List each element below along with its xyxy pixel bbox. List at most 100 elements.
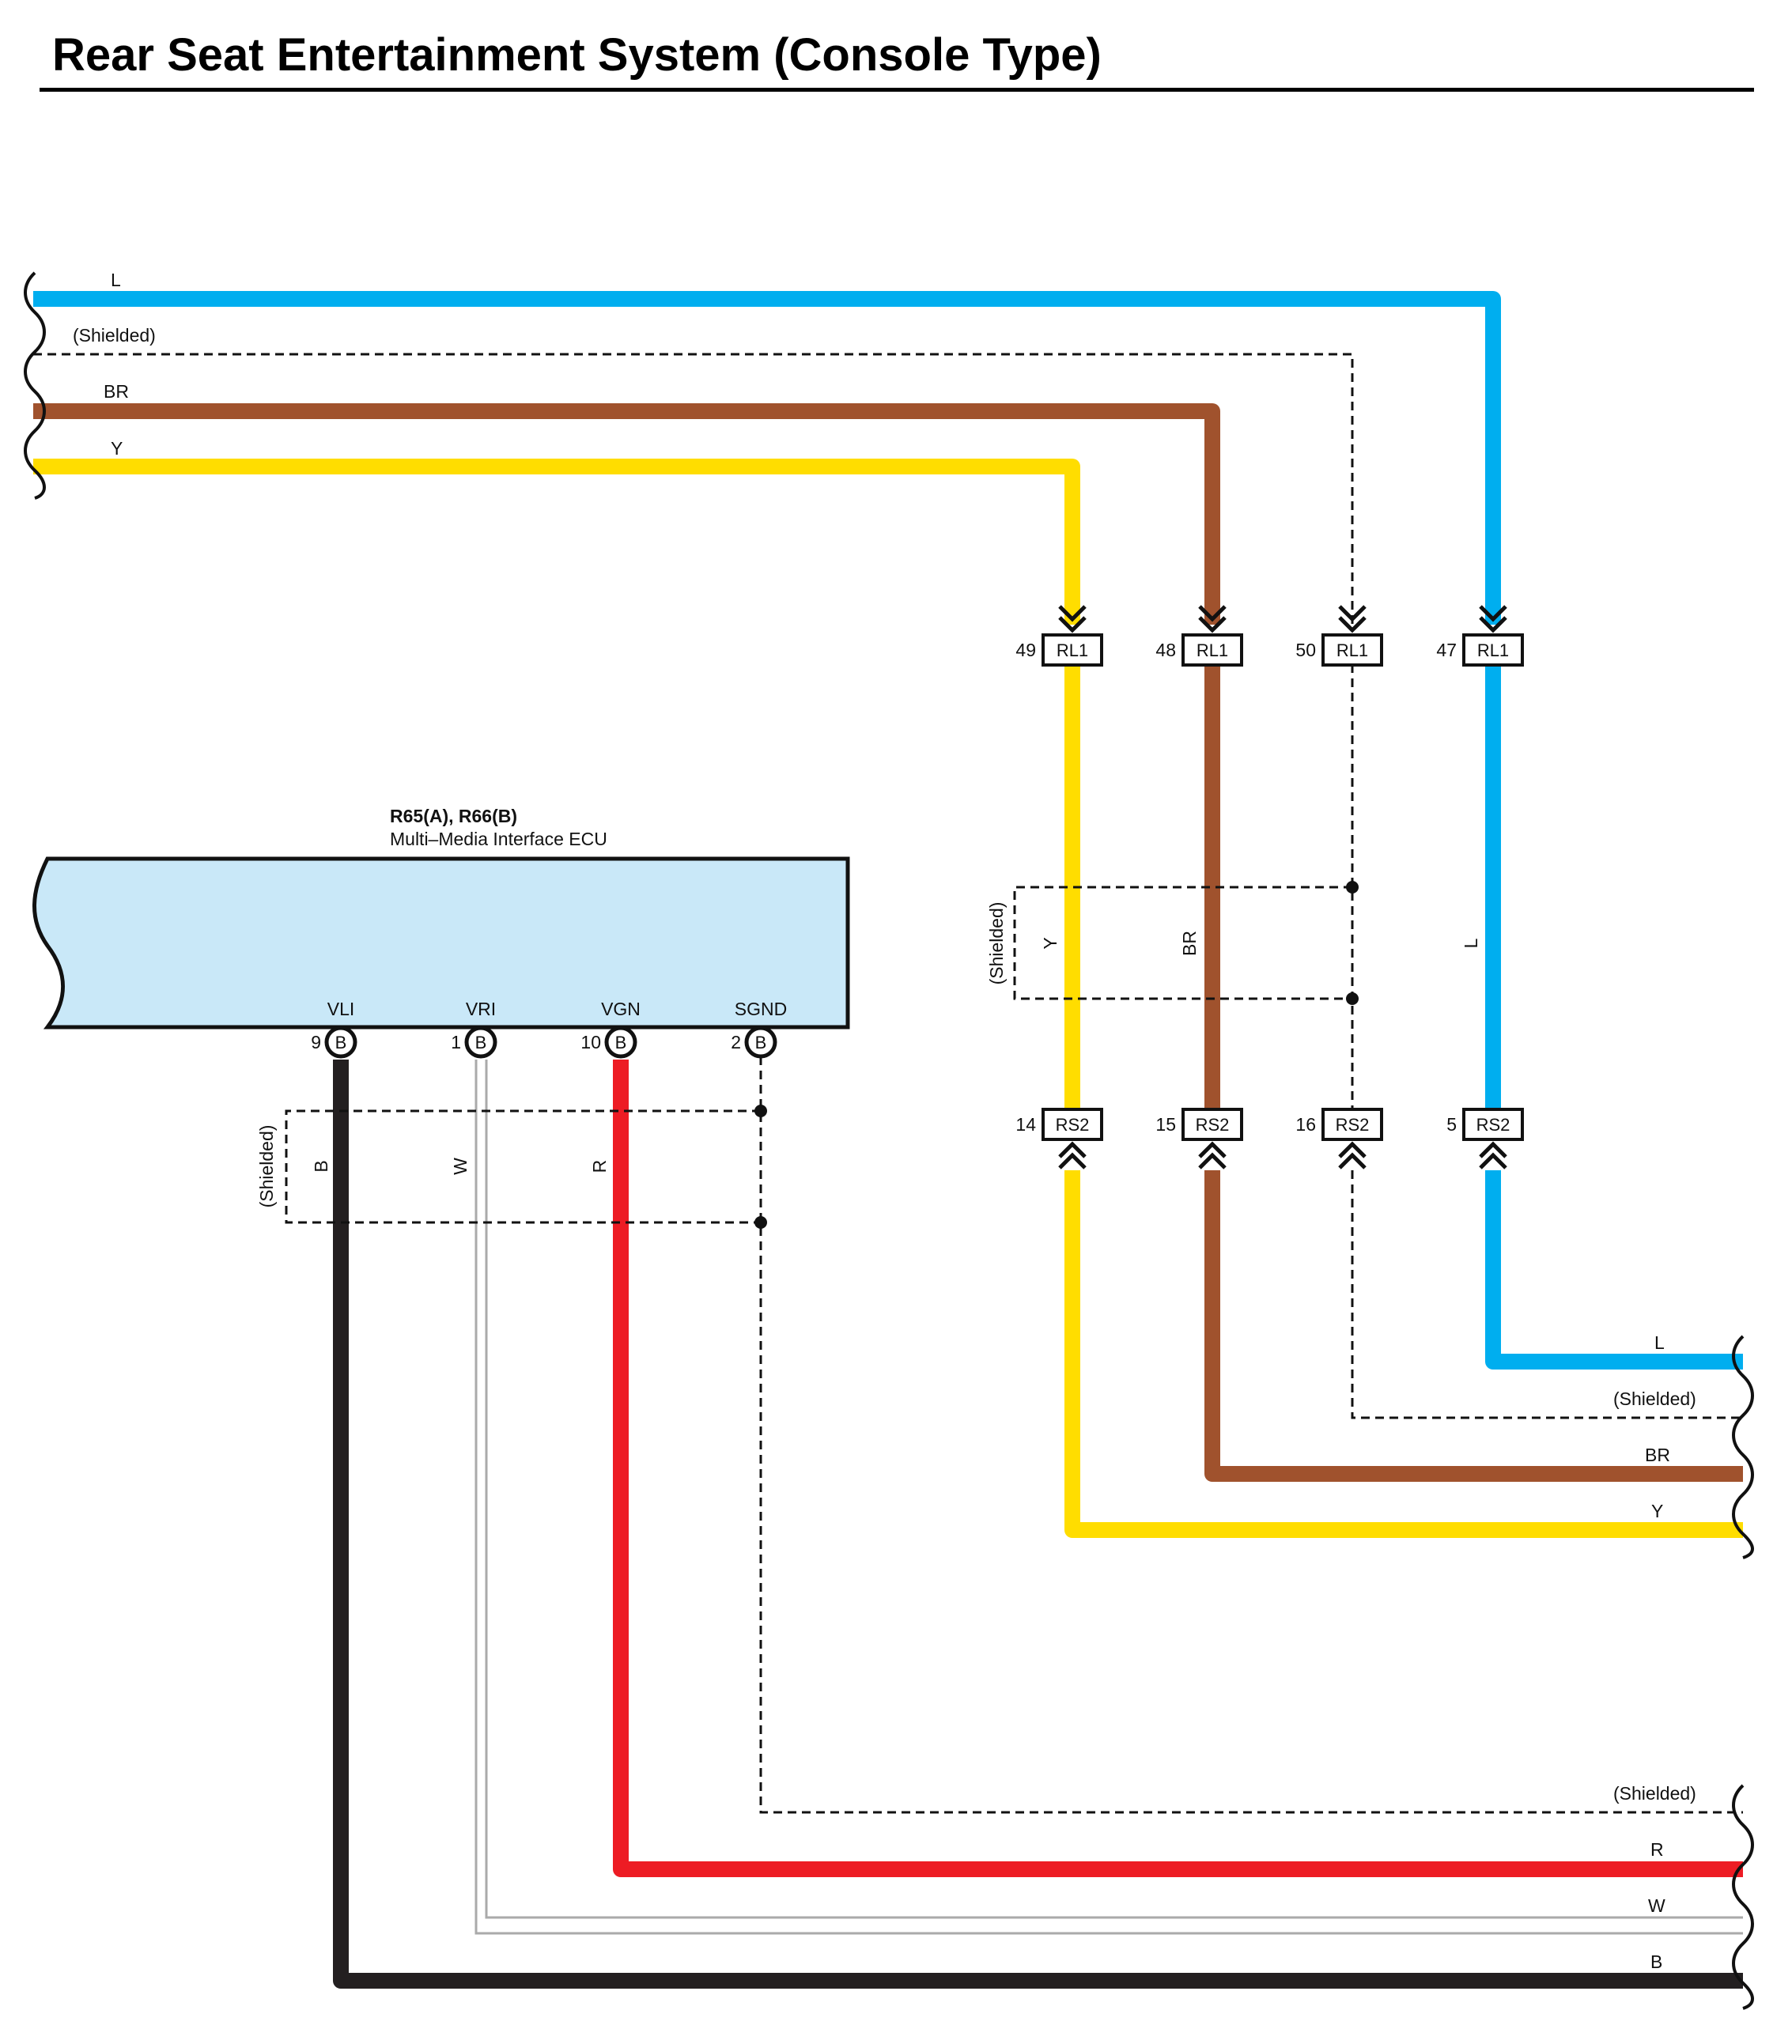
chevron-down-icon (1479, 605, 1507, 633)
connector-name-rs2: RS2 (1196, 1115, 1230, 1135)
label-shielded-vertical-left: (Shielded) (256, 1125, 277, 1208)
chevron-up-icon (1058, 1141, 1087, 1169)
shield-box-left (285, 1109, 761, 1224)
connector-box-rs2 (1181, 1108, 1243, 1141)
shield-box-right (1013, 886, 1352, 1000)
label-wire-shielded-right: (Shielded) (1613, 1388, 1696, 1409)
ecu-pin-name: VRI (466, 999, 496, 1019)
label-wire-l-right: L (1654, 1332, 1665, 1353)
shield-node (754, 1216, 767, 1229)
rs2-chevrons (1058, 1141, 1507, 1169)
wire-br-lower (1204, 1170, 1743, 1482)
chevron-down-icon (1058, 605, 1087, 633)
chevron-down-icon (1338, 605, 1367, 633)
connector-box-rs2 (1462, 1108, 1524, 1141)
connector-box-rs2 (1042, 1108, 1103, 1141)
ecu-id: R65(A), R66(B) (390, 806, 517, 826)
pin-number: 5 (1446, 1114, 1457, 1135)
pin-terminal (324, 1026, 357, 1059)
break-mark-right-lower (1732, 1784, 1754, 2010)
wire-y-lower (1064, 1170, 1743, 1538)
wire-l-upper (33, 291, 1501, 625)
ecu-pin-number: 2 (731, 1032, 741, 1052)
ecu-pin-number: 9 (311, 1032, 321, 1052)
ecu-pin-name: VLI (327, 999, 355, 1019)
wire-b-ecu (333, 1060, 1743, 1989)
wire-r-ecu (613, 1060, 1743, 1877)
wire-shielded-ecu (759, 1056, 1743, 1814)
ecu-body (32, 856, 850, 1030)
label-b-vertical: B (311, 1160, 331, 1172)
label-wire-y-right: Y (1651, 1501, 1663, 1521)
pin-number: 48 (1155, 640, 1176, 660)
wire-shielded-lower (1351, 1170, 1743, 1419)
pin-number: 14 (1015, 1114, 1036, 1135)
ecu-pin-number: 10 (580, 1032, 601, 1052)
connector-box-rl1 (1462, 633, 1524, 667)
shield-node (1346, 992, 1359, 1005)
label-wire-shielded-bottom: (Shielded) (1613, 1783, 1696, 1804)
label-wire-b-right: B (1650, 1951, 1662, 1972)
label-r-vertical: R (589, 1160, 610, 1173)
connector-box-rl1 (1181, 633, 1243, 667)
wire-l-lower (1485, 1170, 1743, 1370)
chevron-up-icon (1479, 1141, 1507, 1169)
wire-br-upper (33, 403, 1220, 625)
connector-name-rs2: RS2 (1476, 1115, 1510, 1135)
wire-y-upper (33, 459, 1080, 625)
label-wire-w-right: W (1648, 1895, 1665, 1916)
label-wire-shielded-left: (Shielded) (73, 325, 156, 346)
wire-w-ecu (474, 1060, 1743, 1935)
chevron-down-icon (1198, 605, 1227, 633)
pin-number: 16 (1295, 1114, 1316, 1135)
rl1-chevrons (1058, 605, 1507, 633)
connector-name-rl1: RL1 (1477, 640, 1509, 660)
shield-node (1346, 881, 1359, 894)
pin-number: 15 (1155, 1114, 1176, 1135)
label-br-vertical: BR (1179, 931, 1200, 956)
connector-name-rs2: RS2 (1056, 1115, 1090, 1135)
label-wire-l-left: L (111, 270, 121, 290)
pin-number: 50 (1295, 640, 1316, 660)
pin-number: 47 (1436, 640, 1457, 660)
page-title: Rear Seat Entertainment System (Console … (52, 29, 1102, 81)
label-wire-br-left: BR (104, 381, 129, 402)
pin-number: 49 (1015, 640, 1036, 660)
connector-box-rs2 (1321, 1108, 1383, 1141)
connector-name-rl1: RL1 (1057, 640, 1088, 660)
chevron-up-icon (1198, 1141, 1227, 1169)
connector-name-rl1: RL1 (1336, 640, 1368, 660)
break-mark-left (24, 271, 46, 500)
connector-box-rl1 (1321, 633, 1383, 667)
connector-name-rl1: RL1 (1197, 640, 1228, 660)
label-wire-br-right: BR (1645, 1445, 1670, 1465)
ecu-name: Multi–Media Interface ECU (390, 829, 607, 849)
pin-terminal (464, 1026, 497, 1059)
connector-box-rl1 (1042, 633, 1103, 667)
ecu-pin-circles (324, 1026, 777, 1059)
ecu-pin-name: VGN (601, 999, 641, 1019)
label-wire-r-right: R (1650, 1839, 1664, 1860)
label-y-vertical: Y (1040, 937, 1060, 949)
label-w-vertical: W (450, 1158, 471, 1175)
pin-terminal (604, 1026, 637, 1059)
chevron-up-icon (1338, 1141, 1367, 1169)
break-mark-right-upper (1732, 1335, 1754, 1559)
label-shielded-vertical-right: (Shielded) (986, 902, 1007, 985)
rs2-connector-boxes (1042, 1108, 1524, 1141)
wire-shielded-upper (33, 353, 1354, 625)
label-l-vertical: L (1461, 938, 1481, 948)
pin-connector-letter: B (755, 1033, 767, 1052)
label-wire-y-left: Y (111, 438, 123, 459)
pin-connector-letter: B (475, 1033, 487, 1052)
title-rule (40, 88, 1754, 92)
rl1-connector-boxes (1042, 633, 1524, 667)
pin-terminal (744, 1026, 777, 1059)
ecu-pin-name: SGND (735, 999, 787, 1019)
shield-node (754, 1105, 767, 1117)
pin-connector-letter: B (335, 1033, 347, 1052)
connector-name-rs2: RS2 (1336, 1115, 1370, 1135)
pin-connector-letter: B (615, 1033, 627, 1052)
ecu-pin-number: 1 (451, 1032, 461, 1052)
